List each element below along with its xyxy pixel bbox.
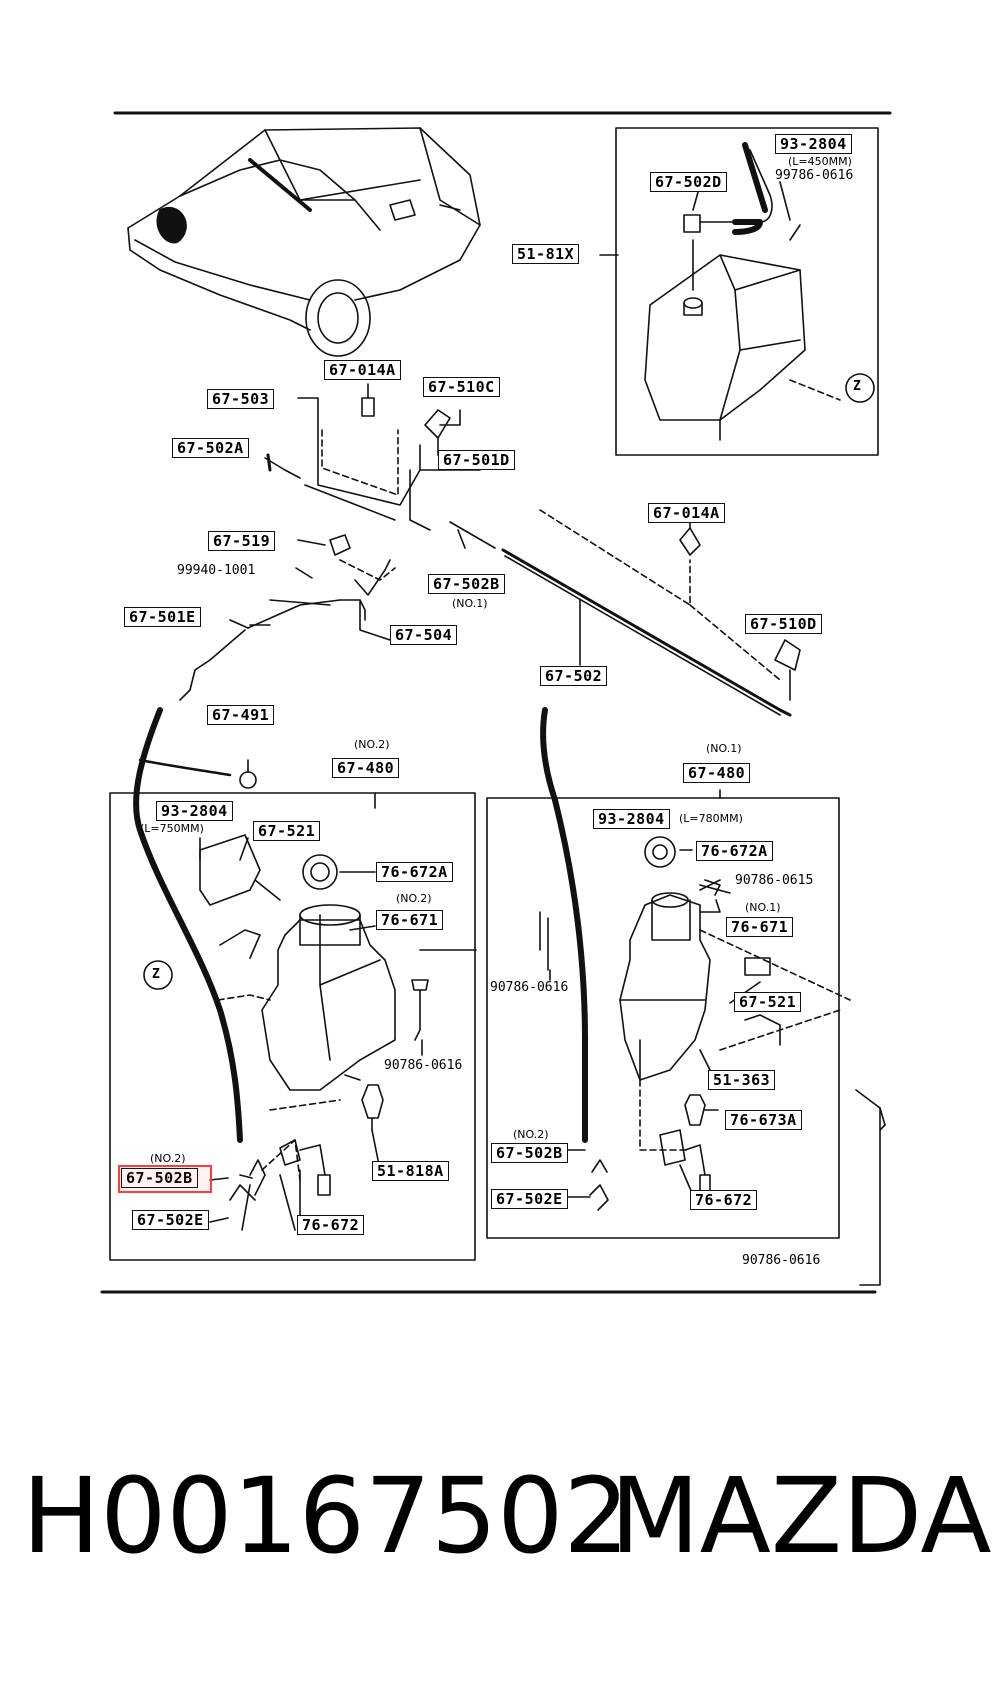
label-67-502B-right: 67-502B: [491, 1143, 568, 1163]
label-76-672A-left: 76-672A: [376, 862, 453, 882]
label-no2-a: (NO.2): [354, 738, 390, 751]
label-51-81X: 51-81X: [512, 244, 580, 264]
label-67-502E-left: 67-502E: [132, 1210, 209, 1230]
label-67-501E: 67-501E: [124, 607, 201, 627]
label-76-671-right: 76-671: [726, 917, 794, 937]
label-no2-c: (NO.2): [150, 1152, 186, 1165]
label-67-480-right: 67-480: [683, 763, 751, 783]
label-no2-b: (NO.2): [396, 892, 432, 905]
label-no1-b: (NO.1): [706, 742, 742, 755]
label-51-818A: 51-818A: [372, 1161, 449, 1181]
label-67-501D: 67-501D: [438, 450, 515, 470]
label-90786-0615-right: 90786-0615: [735, 873, 814, 888]
label-93-2804-right: 93-2804: [593, 809, 670, 829]
label-67-014A-a: 67-014A: [324, 360, 401, 380]
label-67-502B-left: 67-502B: [121, 1168, 198, 1188]
label-76-672A-right: 76-672A: [696, 841, 773, 861]
label-90786-0616-left: 90786-0616: [384, 1058, 463, 1073]
label-67-491: 67-491: [207, 705, 275, 725]
upper-hoses: [179, 383, 496, 701]
label-67-510C: 67-510C: [423, 377, 500, 397]
label-99786-0616: 99786-0616: [775, 168, 854, 183]
label-67-502: 67-502: [540, 666, 608, 686]
label-67-480-left: 67-480: [332, 758, 400, 778]
label-67-502E-right: 67-502E: [491, 1189, 568, 1209]
label-67-503: 67-503: [207, 389, 275, 409]
z-marker-top: Z: [853, 379, 861, 394]
label-67-502B-top: 67-502B: [428, 574, 505, 594]
label-76-672-right: 76-672: [690, 1190, 758, 1210]
label-93-2804-top: 93-2804: [775, 134, 852, 154]
long-hose: [501, 509, 801, 717]
brand-text: MAZDA: [610, 1455, 992, 1577]
label-l750: (L=750MM): [140, 822, 204, 835]
label-90786-0616-right: 90786-0616: [490, 980, 569, 995]
label-99940-1001: 99940-1001: [177, 563, 256, 578]
z-marker-left: Z: [152, 967, 160, 982]
label-76-672-left: 76-672: [297, 1215, 365, 1235]
car-icon: [127, 127, 481, 357]
label-67-502A: 67-502A: [172, 438, 249, 458]
label-93-2804-left: 93-2804: [156, 801, 233, 821]
part-number-text: H00167502: [22, 1455, 630, 1577]
label-67-504: 67-504: [390, 625, 458, 645]
label-67-521-left: 67-521: [253, 821, 321, 841]
label-l450: (L=450MM): [788, 155, 852, 168]
parts-diagram: 93-2804 (L=450MM) 99786-0616 67-502D 51-…: [100, 111, 892, 1294]
label-l780: (L=780MM): [679, 812, 743, 825]
label-67-519: 67-519: [208, 531, 276, 551]
label-no1-a: (NO.1): [452, 597, 488, 610]
label-76-673A: 76-673A: [725, 1110, 802, 1130]
reservoir-top-icon: [599, 142, 875, 441]
left-hose: [133, 707, 257, 1143]
right-hose: [540, 707, 588, 1143]
label-90786-0616-bottom: 90786-0616: [742, 1253, 821, 1268]
diagram-lines: [100, 111, 892, 1294]
reservoir-right-icon: [539, 836, 886, 1286]
footer-caption: H00167502 MAZDA: [0, 1455, 992, 1585]
label-no1-c: (NO.1): [745, 901, 781, 914]
label-67-510D: 67-510D: [745, 614, 822, 634]
highlighted-part-marker: [118, 1165, 212, 1193]
label-67-014A-b: 67-014A: [648, 503, 725, 523]
label-67-521-right: 67-521: [734, 992, 802, 1012]
label-51-363: 51-363: [708, 1070, 776, 1090]
label-76-671-left: 76-671: [376, 910, 444, 930]
label-no2-d: (NO.2): [513, 1128, 549, 1141]
label-67-502D: 67-502D: [650, 172, 727, 192]
